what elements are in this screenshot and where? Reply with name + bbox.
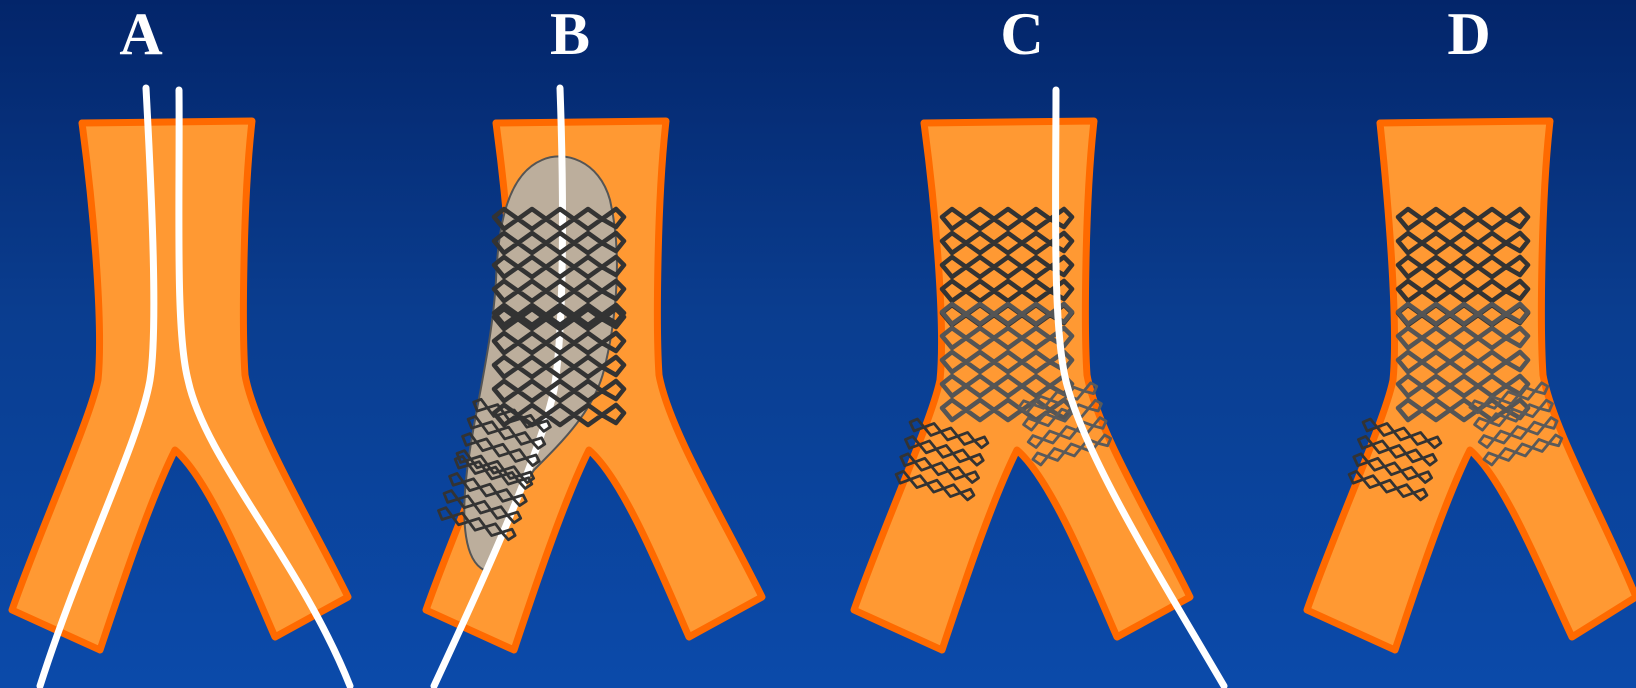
panel-label-b: B bbox=[510, 2, 630, 66]
panel-a bbox=[12, 88, 350, 686]
panel-label-c: C bbox=[962, 2, 1082, 66]
panel-b bbox=[426, 88, 762, 686]
panel-c bbox=[854, 90, 1224, 686]
panel-label-a: A bbox=[81, 2, 201, 66]
panel-label-d: D bbox=[1409, 2, 1529, 66]
panel-d bbox=[1307, 121, 1636, 650]
bifurcation-vessel bbox=[1307, 121, 1636, 650]
